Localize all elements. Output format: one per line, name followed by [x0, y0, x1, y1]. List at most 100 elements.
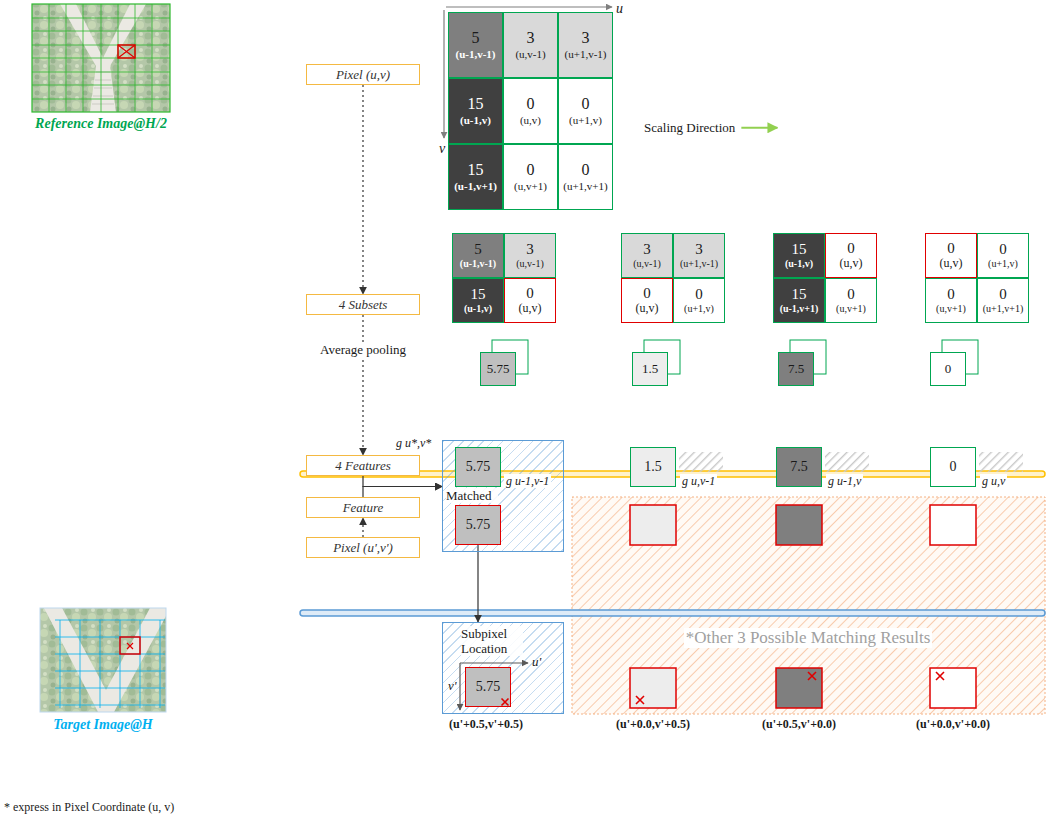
intensity-value: 3 [527, 29, 535, 47]
intensity-value: 0 [999, 241, 1007, 258]
intensity-value: 15 [468, 161, 484, 179]
reference-image [32, 4, 170, 112]
pixel-coordinate: (u,v+1) [514, 180, 547, 193]
hatch-patch [979, 452, 1023, 472]
location-band [300, 610, 1045, 616]
reference-grid [32, 4, 170, 112]
image-fade [40, 608, 166, 712]
pixel-cell: 3(u,v-1) [504, 233, 556, 278]
region-note: *Other 3 Possible Matching Results [684, 628, 933, 648]
u-prime-axis [460, 662, 528, 663]
feature-box: 0 [930, 447, 976, 487]
pixel-coordinate: (u-1,v) [464, 303, 492, 315]
step-label: 4 Subsets [306, 294, 420, 315]
pixel-coordinate: (u,v-1) [516, 258, 544, 270]
axis-name: u' [532, 654, 541, 670]
feature-box-empty [776, 505, 822, 545]
feature-box: 1.5 [632, 352, 668, 386]
axis-name: u [616, 1, 623, 18]
feature-box: 0 [930, 352, 966, 386]
step-name: 4 Features [335, 458, 390, 474]
intensity-value: 0 [527, 161, 535, 179]
feature-value: 7.5 [788, 361, 804, 377]
intensity-value: 5 [474, 241, 482, 258]
image-fade [32, 4, 170, 112]
pixel-cell: 0(u,v) [504, 278, 556, 323]
location-box [776, 668, 822, 708]
subpixel-cross [636, 696, 644, 704]
feature-value: 0 [945, 361, 952, 377]
intensity-value: 3 [526, 241, 534, 258]
image-caption: Reference Image@H/2 [35, 116, 167, 133]
pixel-coordinate: (u+1,v) [988, 258, 1018, 270]
candidate-location-boxes [630, 668, 976, 708]
v-prime-axis [459, 663, 460, 710]
candidate-feature-boxes [630, 505, 976, 545]
step-name: Pixel (u,v) [336, 67, 390, 83]
axis-name: v [439, 141, 445, 158]
intensity-value: 15 [468, 95, 484, 113]
feature-box: 5.75 [455, 447, 501, 487]
pixel-cell: 0(u,v) [621, 278, 673, 323]
pixel-cell: 0(u+1,v) [673, 278, 725, 323]
feature-value: 0 [950, 459, 957, 475]
axis-name: v' [448, 678, 457, 694]
intensity-value: 0 [847, 240, 855, 257]
subpixel-cross [502, 699, 509, 706]
pixel-coordinate: (u,v) [519, 302, 542, 316]
feature-value: 5.75 [476, 679, 501, 695]
pixel-coordinate: (u,v+1) [936, 303, 966, 315]
feature-box-empty [630, 505, 676, 545]
pixel-marker [120, 637, 140, 654]
flow-connector [363, 476, 442, 487]
pixel-coordinate: (u,v+1) [836, 303, 866, 315]
flow-connector [477, 545, 478, 622]
pixel-coordinate: (u,v) [940, 257, 963, 271]
pixel-cell: 15(u-1,v) [773, 233, 825, 278]
pixel-cell: 3(u,v-1) [503, 12, 558, 78]
region-title: Matched [446, 488, 498, 503]
pixel-cell: 5(u-1,v-1) [448, 12, 503, 78]
feature-value: 5.75 [466, 517, 491, 533]
v-axis [443, 10, 444, 138]
pixel-coordinate: (u,v-1) [633, 258, 661, 270]
feature-symbol: g u,v-1 [680, 474, 717, 488]
intensity-value: 3 [695, 241, 703, 258]
pixel-coordinate: (u+1,v+1) [983, 303, 1023, 315]
pixel-cell: 5(u-1,v-1) [452, 233, 504, 278]
image-border [40, 608, 166, 712]
step-label: Pixel (u',v') [306, 537, 420, 558]
subpixel-offset: (u'+0.0,v'+0.5) [616, 717, 690, 731]
feature-value: 1.5 [644, 459, 662, 475]
pixel-coordinate: (u,v) [636, 302, 659, 316]
subpixel-cross [936, 672, 944, 680]
step-label: 4 Features [306, 455, 420, 476]
intensity-value: 0 [643, 285, 651, 302]
legend-text: Scaling Direction [644, 120, 735, 135]
target-grid [55, 620, 165, 708]
legend-sample [741, 127, 777, 129]
pixel-coordinate: (u,v-1) [515, 48, 545, 61]
target-image [40, 608, 166, 712]
pixel-cell: 3(u+1,v-1) [558, 12, 613, 78]
location-box [930, 668, 976, 708]
step-name: Feature [343, 500, 384, 516]
pixel-coordinate: (u-1,v-1) [460, 258, 496, 270]
foliage [32, 4, 170, 112]
feature-box: 7.5 [776, 447, 822, 487]
feature-box: 5.75 [455, 505, 501, 545]
flow-connector [362, 518, 363, 537]
pixel-cell: 0(u+1,v+1) [558, 144, 613, 210]
subpixel-offset: (u'+0.0,v'+0.0) [916, 717, 990, 731]
pixel-coordinate: (u-1,v+1) [454, 180, 497, 193]
pixel-marker-cross [118, 45, 135, 58]
subpixel-cross [808, 672, 816, 680]
pixel-cell: 0(u+1,v) [558, 78, 613, 144]
subpixel-offset: (u'+0.5,v'+0.0) [762, 717, 836, 731]
feature-box: 5.75 [465, 667, 511, 707]
other-results-region [572, 497, 1045, 714]
step-name: 4 Subsets [339, 297, 388, 313]
u-axis [446, 6, 612, 7]
feature-symbol: g u*,v* [394, 436, 433, 450]
intensity-value: 15 [471, 286, 486, 303]
